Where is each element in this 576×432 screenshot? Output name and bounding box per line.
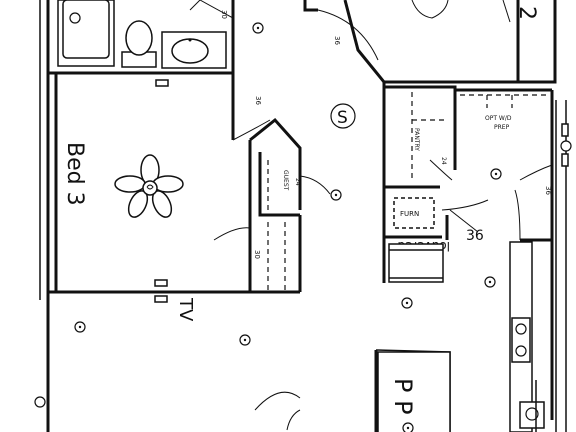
tv-area: TV [175,297,301,431]
smoke-detectors [34,12,572,408]
flower-icon [114,154,184,218]
ceiling-light-icon [484,276,496,288]
ceiling-light-icon [490,168,502,180]
bed3-room: Bed 3 36 30 [62,79,271,303]
smoke-detector-icon [34,396,46,408]
stair-s-label: S [337,108,348,128]
vent-icon [155,79,169,87]
stove-icon [511,317,531,363]
ceiling-light-icon [252,22,264,34]
door-24-guest-label: 24 [294,178,301,186]
door-30-closet-label: 30 [253,250,261,259]
ceiling-light-icon [330,189,342,201]
door-36-top-label: 36 [333,36,341,45]
pp-island: P P [377,351,451,432]
vent-icon [154,279,168,287]
ceiling-light-icon [402,422,414,432]
furn-label: FURN [400,210,419,218]
guest-closet: GUEST 24 [267,160,331,290]
smoke-detector-icon [69,12,81,24]
bed2-room: 2 [411,0,539,23]
kitchen-counter [509,241,545,432]
door-36-bed3-label: 36 [254,96,262,105]
tv-label: TV [175,297,196,322]
pp-label: P P [389,378,417,415]
sink-icon [161,31,227,69]
ceiling-light-icon [74,321,86,333]
bathtub-icon [57,0,115,67]
ceiling-lights [74,22,502,432]
door-36-right-label: 36 [544,186,552,195]
toilet-icon [121,20,157,68]
prep-label: PREP [494,124,510,131]
ceiling-light-icon [239,334,251,346]
door-30-top-label: 30 [220,10,228,19]
vent-icon [154,295,168,303]
opt-wd-label: OPT W/D [485,115,512,122]
hall-door: 36 [317,9,379,61]
stair-symbol: S [330,103,356,129]
right-vents [561,123,569,167]
bed3-label: Bed 3 [62,142,87,206]
door-24-pantry-label: 24 [440,157,447,165]
bed2-fragment-label: 2 [514,6,539,20]
bathroom: 30 [57,0,234,69]
ceiling-light-icon [401,297,413,309]
door-36-furn-label: 36 [466,228,484,244]
smoke-detector-icon [560,140,572,152]
pantry-zone: PANTRY 24 OPT W/D PREP 36 FURN 36 louver… [388,92,553,283]
pantry-label: PANTRY [413,128,420,151]
walls [39,0,567,432]
guest-label: GUEST [282,170,289,191]
